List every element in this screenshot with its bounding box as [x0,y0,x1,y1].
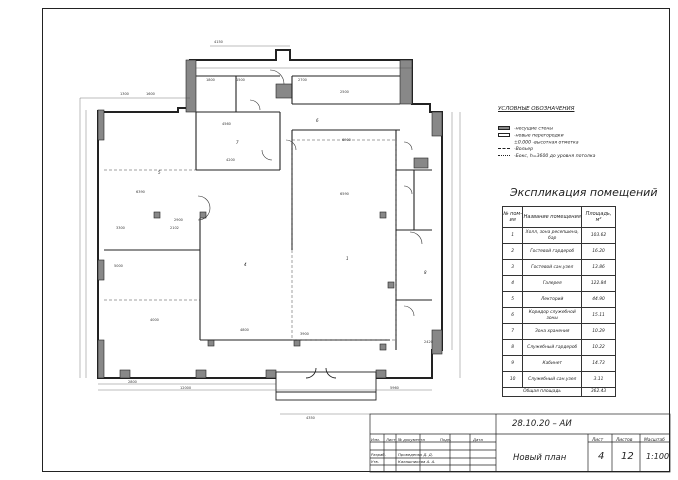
dim-label: 4150 [214,40,223,44]
dim-label: 2700 [298,78,307,82]
legend-title: УСЛОВНЫЕ ОБОЗНАЧЕНИЯ [498,106,575,112]
legend-swatch [498,140,510,144]
dim-label: 4800 [240,328,249,332]
room-number: 8 [424,270,427,275]
sheet-number: 4 [598,451,605,462]
explication-title: Экспликация помещений [510,186,658,199]
stamp-header: № документа [398,437,425,442]
dim-label: 5960 [390,386,399,390]
legend-label: -Бокс, h=3600 до уровня потолка [514,154,596,159]
stamp-header: Подп. [440,437,452,442]
room-number: 4 [244,262,247,267]
dim-label: 2800 [128,380,137,384]
legend-item: ±0.000 -высотная отметка [498,140,579,146]
sheet-header: Лист [592,438,604,443]
col-header: № пом-ия [501,206,524,228]
checked-name: Калашникова А. А. [398,459,436,464]
dim-label: 4200 [226,158,235,162]
developed-label: Разраб. [371,452,386,457]
stamp-header: Лист [386,437,396,442]
legend-swatch [498,133,510,137]
sheets-header: Листов [616,438,633,443]
dim-label: 1500 [236,78,245,82]
dim-label: 4350 [306,416,315,420]
room-number: 6 [316,118,319,123]
legend-item: -несущие стены [498,126,553,132]
legend-swatch [498,148,510,149]
stamp-header: Изм. [371,437,380,442]
dim-label: 2420 [424,340,433,344]
room-number: 1 [346,256,349,261]
legend-label: -Вольер [514,147,534,152]
checked-label: Утв. [371,459,379,464]
dim-label: 5000 [114,264,123,268]
dim-label: 1600 [146,92,155,96]
drawing-title: Новый план [513,453,567,463]
dim-label: 2102 [170,226,179,230]
scale-header: Масштаб [644,438,665,443]
document-code: 28.10.20 – АИ [512,419,572,429]
legend-label: ±0.000 -высотная отметка [514,140,579,146]
legend-label: -несущие стены [514,126,553,132]
explication-table: № пом-ия Название помещения Площадь, м² … [501,206,616,397]
scale-value: 1:100 [646,452,670,461]
col-header: Название помещения [522,206,583,228]
legend-swatch [498,126,510,130]
dim-label: 6390 [136,190,145,194]
sheet-frame [42,8,670,472]
dim-label: 2900 [174,218,183,222]
dim-label: 4560 [222,122,231,126]
stamp-header: Дата [473,437,483,442]
developed-name: Проведенко Д. Д. [398,452,433,457]
legend-swatch [498,155,510,156]
dim-label: 4000 [150,318,159,322]
dim-label: 3900 [300,332,309,336]
sheets-count: 12 [621,451,634,462]
col-header: Площадь, м² [581,206,616,228]
legend-item: -новые перегородки [498,133,564,139]
legend-item: -Бокс, h=3600 до уровня потолка [498,154,595,159]
dim-label: 6590 [340,192,349,196]
dim-label: 1800 [206,78,215,82]
dim-label: 1300 [120,92,129,96]
legend-label: -новые перегородки [514,133,564,139]
dim-label: 3300 [116,226,125,230]
dim-label: 2500 [340,90,349,94]
room-number: 7 [236,140,239,145]
dim-label: 12000 [180,386,192,390]
room-number: 5 [158,170,161,175]
dim-label: 6900 [342,138,351,142]
legend-item: -Вольер [498,147,533,152]
